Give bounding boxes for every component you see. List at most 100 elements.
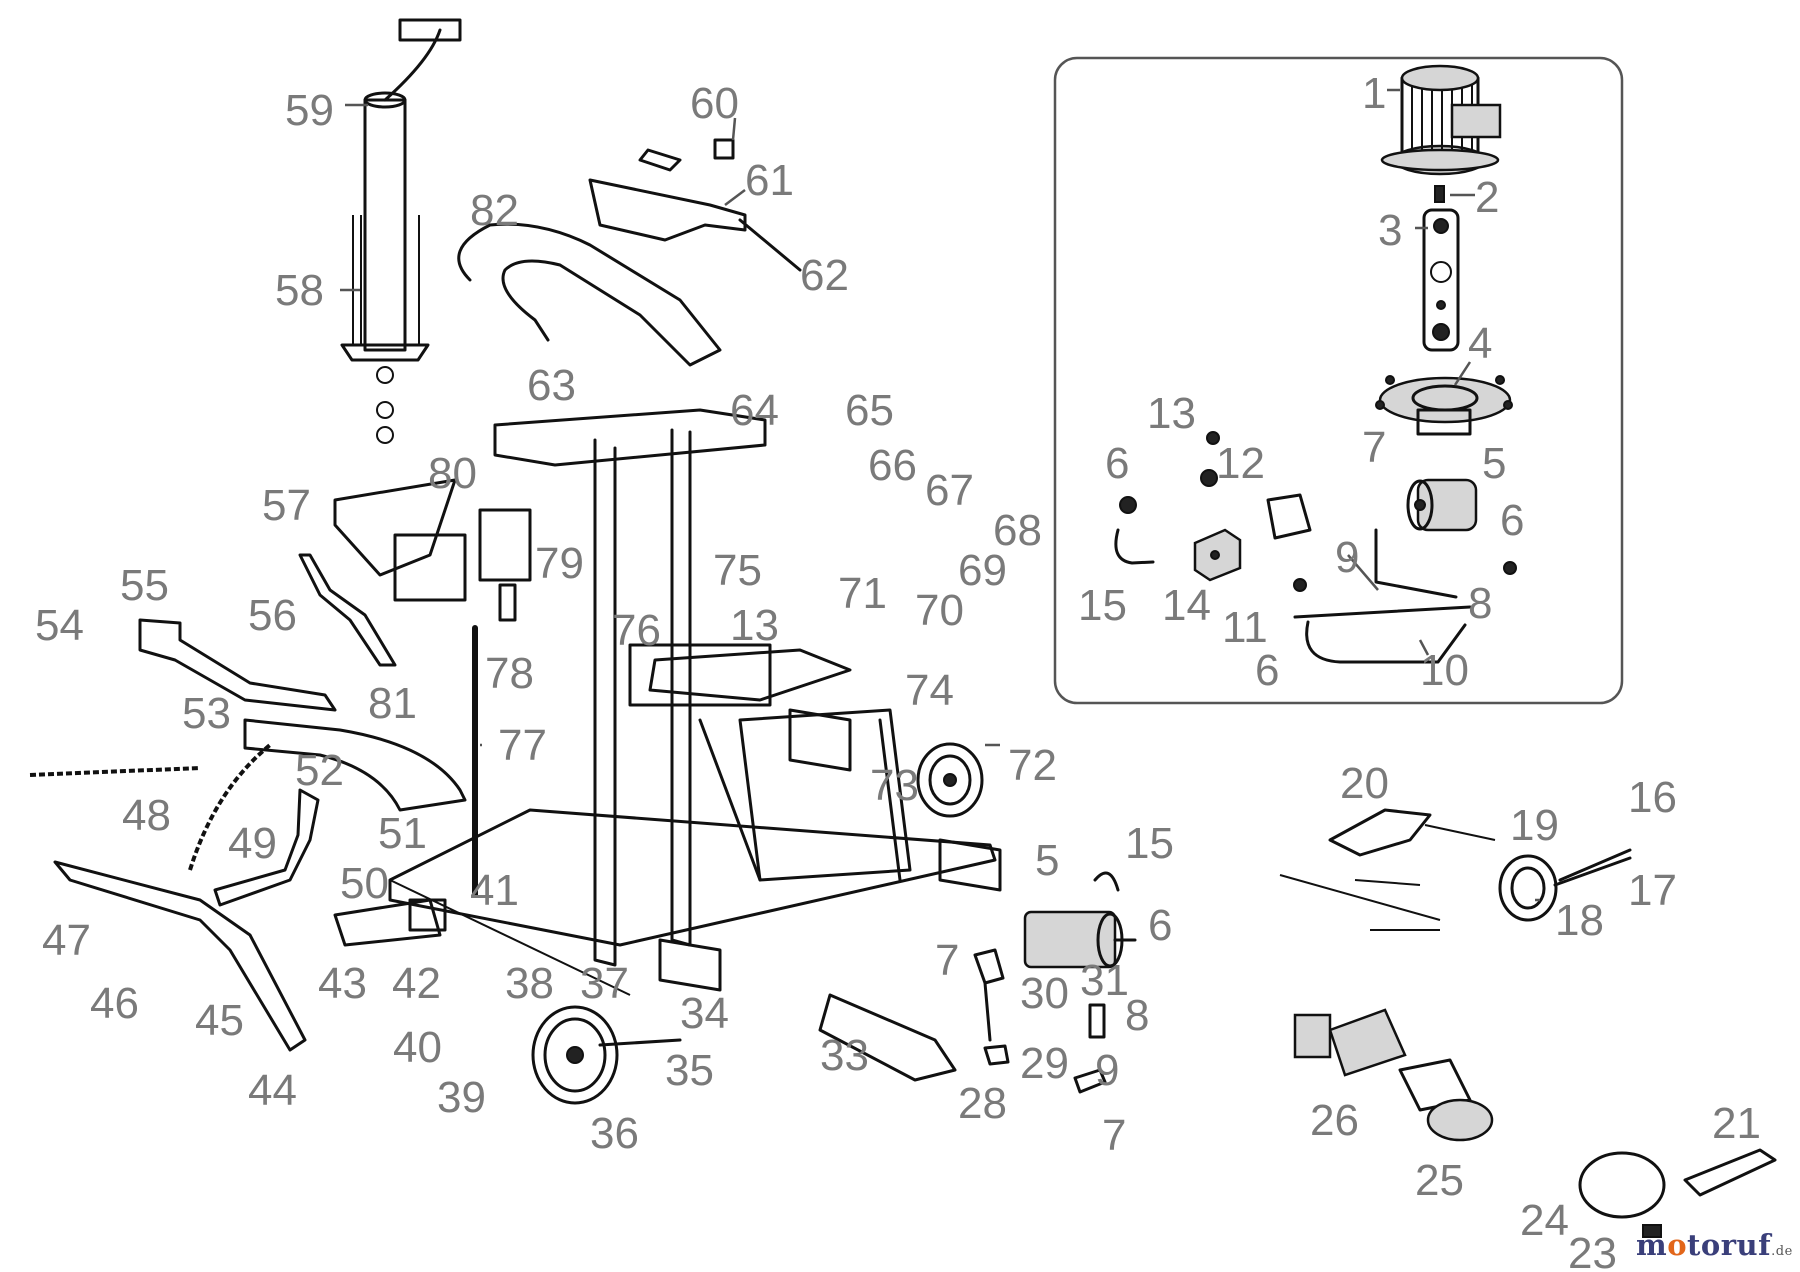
callout-55: 55: [120, 561, 169, 610]
callout-81: 81: [368, 679, 417, 728]
callout-13-inset: 13: [1147, 389, 1196, 438]
brand-rest: toruf: [1687, 1228, 1772, 1262]
mount-bracket-drawing: [1422, 208, 1460, 352]
flange-drawing: [1375, 375, 1513, 436]
callout-9: 9: [1095, 1046, 1119, 1095]
callout-5-inset: 5: [1482, 439, 1506, 488]
callout-10: 10: [1420, 646, 1469, 695]
leader-lines: [340, 88, 1540, 902]
callout-79: 79: [535, 539, 584, 588]
callout-5: 5: [1035, 836, 1059, 885]
callout-1: 1: [1362, 69, 1386, 118]
callout-16: 16: [1628, 773, 1677, 822]
callout-30: 30: [1020, 969, 1069, 1018]
brand-logo: motoruf.de: [1636, 1228, 1793, 1262]
callout-46: 46: [90, 979, 139, 1028]
callout-76: 76: [612, 606, 661, 655]
callout-40: 40: [393, 1023, 442, 1072]
callout-24: 24: [1520, 1196, 1569, 1245]
callout-45: 45: [195, 996, 244, 1045]
callout-15-inset: 15: [1078, 581, 1127, 630]
callout-7-inset: 7: [1362, 423, 1386, 472]
callout-80: 80: [428, 449, 477, 498]
callout-39: 39: [437, 1073, 486, 1122]
brand-prefix: m: [1636, 1228, 1668, 1262]
pump-drawing-main: [1023, 910, 1137, 969]
callout-69: 69: [958, 546, 1007, 595]
callout-19: 19: [1510, 801, 1559, 850]
callout-21: 21: [1712, 1099, 1761, 1148]
callout-6-inset-right: 6: [1500, 496, 1524, 545]
valve-block-drawing: [1193, 528, 1242, 582]
callout-6-inset-left: 6: [1105, 439, 1129, 488]
callout-13: 13: [730, 601, 779, 650]
callout-2: 2: [1475, 173, 1499, 222]
callout-8-inset: 8: [1468, 579, 1492, 628]
callout-54: 54: [35, 601, 84, 650]
callout-26: 26: [1310, 1096, 1359, 1145]
callout-37: 37: [580, 959, 629, 1008]
callout-33: 33: [820, 1031, 869, 1080]
plate-drawing: [818, 993, 957, 1082]
callout-42: 42: [392, 959, 441, 1008]
splitting-column-drawing: [340, 18, 462, 444]
callout-75: 75: [713, 546, 762, 595]
callout-56: 56: [248, 591, 297, 640]
callout-64: 64: [730, 386, 779, 435]
callout-48: 48: [122, 791, 171, 840]
callout-49: 49: [228, 819, 277, 868]
callout-50: 50: [340, 859, 389, 908]
callout-47: 47: [42, 916, 91, 965]
callout-73: 73: [870, 761, 919, 810]
callout-74: 74: [905, 666, 954, 715]
callout-7-top: 7: [935, 936, 959, 985]
callout-18: 18: [1555, 896, 1604, 945]
callout-72: 72: [1008, 741, 1057, 790]
callout-53: 53: [182, 689, 231, 738]
callout-23: 23: [1568, 1229, 1617, 1272]
callout-59: 59: [285, 86, 334, 135]
callout-17: 17: [1628, 866, 1677, 915]
callout-4: 4: [1468, 319, 1492, 368]
callout-70: 70: [915, 586, 964, 635]
callout-12: 12: [1216, 439, 1265, 488]
handle-bar-drawing: [457, 222, 722, 367]
pump-drawing-inset: [1406, 478, 1478, 532]
callout-67: 67: [925, 466, 974, 515]
motor-drawing: [1380, 64, 1502, 176]
callout-labels: 1 2 3 4 7 5 6 13 12 6 9 8 15 14 11 6 10 …: [35, 69, 1761, 1272]
callout-82: 82: [470, 186, 519, 235]
callout-44: 44: [248, 1066, 297, 1115]
callout-38: 38: [505, 959, 554, 1008]
callout-60: 60: [690, 79, 739, 128]
callout-8: 8: [1125, 991, 1149, 1040]
callout-62: 62: [800, 251, 849, 300]
callout-43: 43: [318, 959, 367, 1008]
callout-51: 51: [378, 809, 427, 858]
callout-6-inset-bottom: 6: [1255, 646, 1279, 695]
callout-35: 35: [665, 1046, 714, 1095]
callout-58: 58: [275, 266, 324, 315]
callout-52: 52: [295, 746, 344, 795]
callout-6: 6: [1148, 901, 1172, 950]
callout-61: 61: [745, 156, 794, 205]
callout-25: 25: [1415, 1156, 1464, 1205]
tray-drawing: [53, 860, 307, 1052]
callout-11: 11: [1222, 603, 1268, 652]
callout-77: 77: [498, 721, 547, 770]
callout-63: 63: [527, 361, 576, 410]
callout-7-bottom: 7: [1102, 1111, 1126, 1160]
callout-28: 28: [958, 1079, 1007, 1128]
callout-15: 15: [1125, 819, 1174, 868]
callout-3: 3: [1378, 206, 1402, 255]
callout-20: 20: [1340, 759, 1389, 808]
callout-29: 29: [1020, 1039, 1069, 1088]
callout-71: 71: [838, 569, 887, 618]
callout-34: 34: [680, 989, 729, 1038]
callout-66: 66: [868, 441, 917, 490]
callout-57: 57: [262, 481, 311, 530]
callout-9-inset: 9: [1335, 533, 1359, 582]
wheel-drawings: [531, 742, 1632, 1105]
brand-tld: .de: [1771, 1244, 1793, 1259]
